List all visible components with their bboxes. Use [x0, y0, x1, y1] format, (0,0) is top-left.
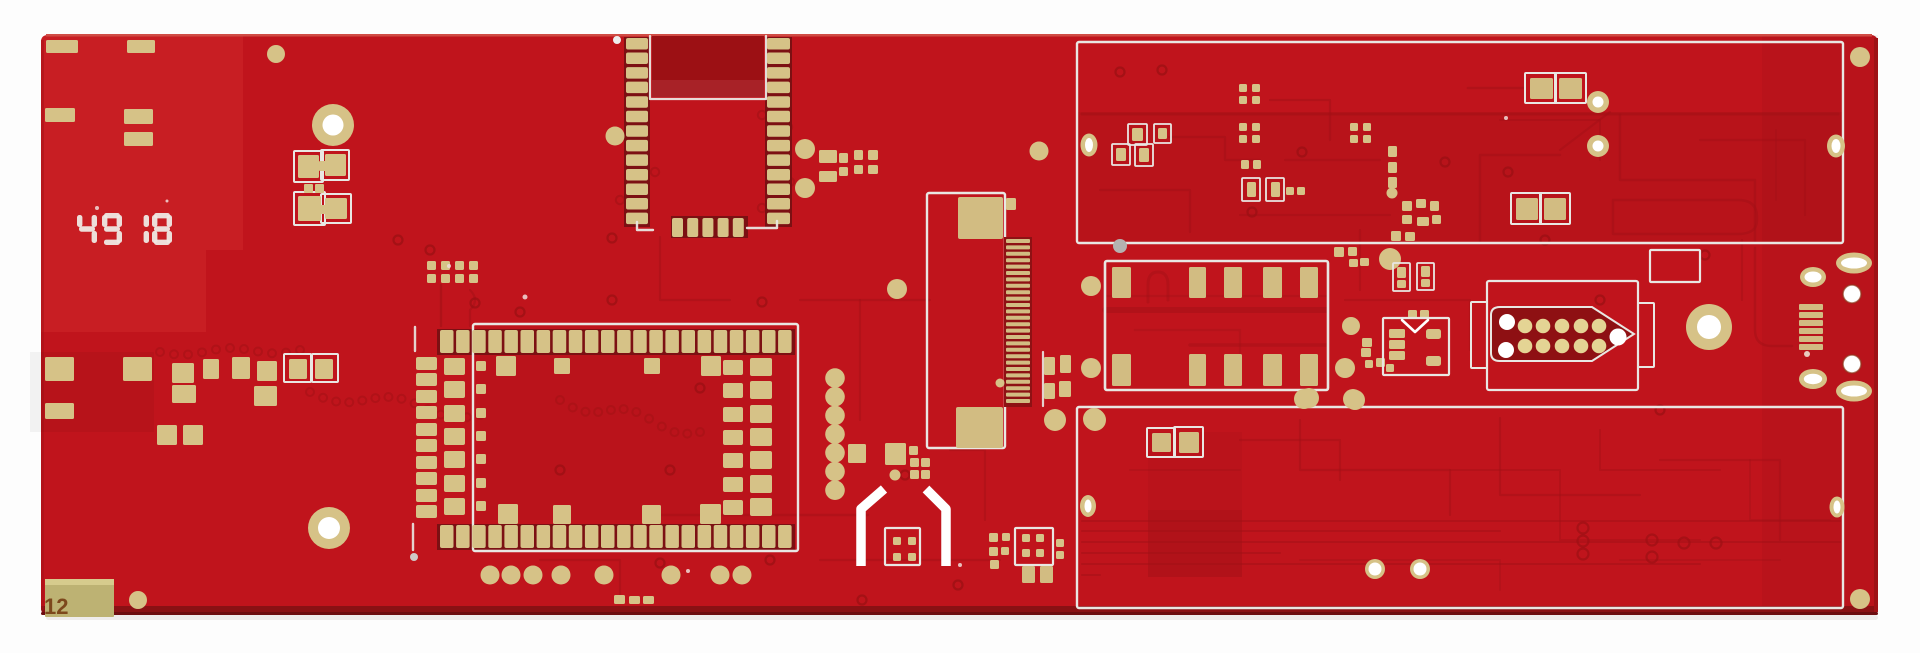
svg-text:12: 12: [44, 594, 68, 619]
